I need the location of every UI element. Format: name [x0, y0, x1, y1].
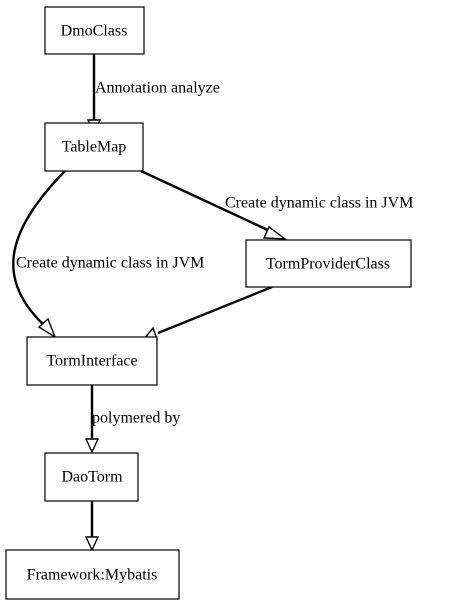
node-daotorm-label: DaoTorm: [61, 469, 123, 486]
node-framework-mybatis-label: Framework:Mybatis: [27, 567, 158, 584]
edge-label-annotation-analyze: Annotation analyze: [95, 80, 220, 97]
node-dmoclass-label: DmoClass: [61, 23, 128, 40]
node-tormproviderclass: TormProviderClass: [245, 239, 412, 288]
node-torminterface: TormInterface: [26, 336, 158, 386]
edge-tablemap-to-provider: [140, 169, 288, 240]
node-tablemap: TableMap: [44, 122, 144, 172]
edge-daotorm-to-framework: [84, 501, 100, 552]
edge-label-create-dynamic-class-right: Create dynamic class in JVM: [225, 195, 413, 212]
node-tormproviderclass-label: TormProviderClass: [266, 256, 390, 273]
edge-label-create-dynamic-class-left: Create dynamic class in JVM: [16, 255, 204, 272]
edge-label-polymered-by: polymered by: [92, 410, 180, 427]
node-dmoclass: DmoClass: [44, 6, 145, 55]
edge-provider-to-interface: [142, 285, 273, 340]
node-daotorm: DaoTorm: [44, 452, 139, 502]
node-framework-mybatis: Framework:Mybatis: [5, 549, 180, 600]
edge-tablemap-to-interface: [12, 170, 66, 339]
node-torminterface-label: TormInterface: [46, 353, 137, 370]
node-tablemap-label: TableMap: [62, 139, 127, 156]
edge-interface-to-daotorm: [84, 385, 100, 454]
